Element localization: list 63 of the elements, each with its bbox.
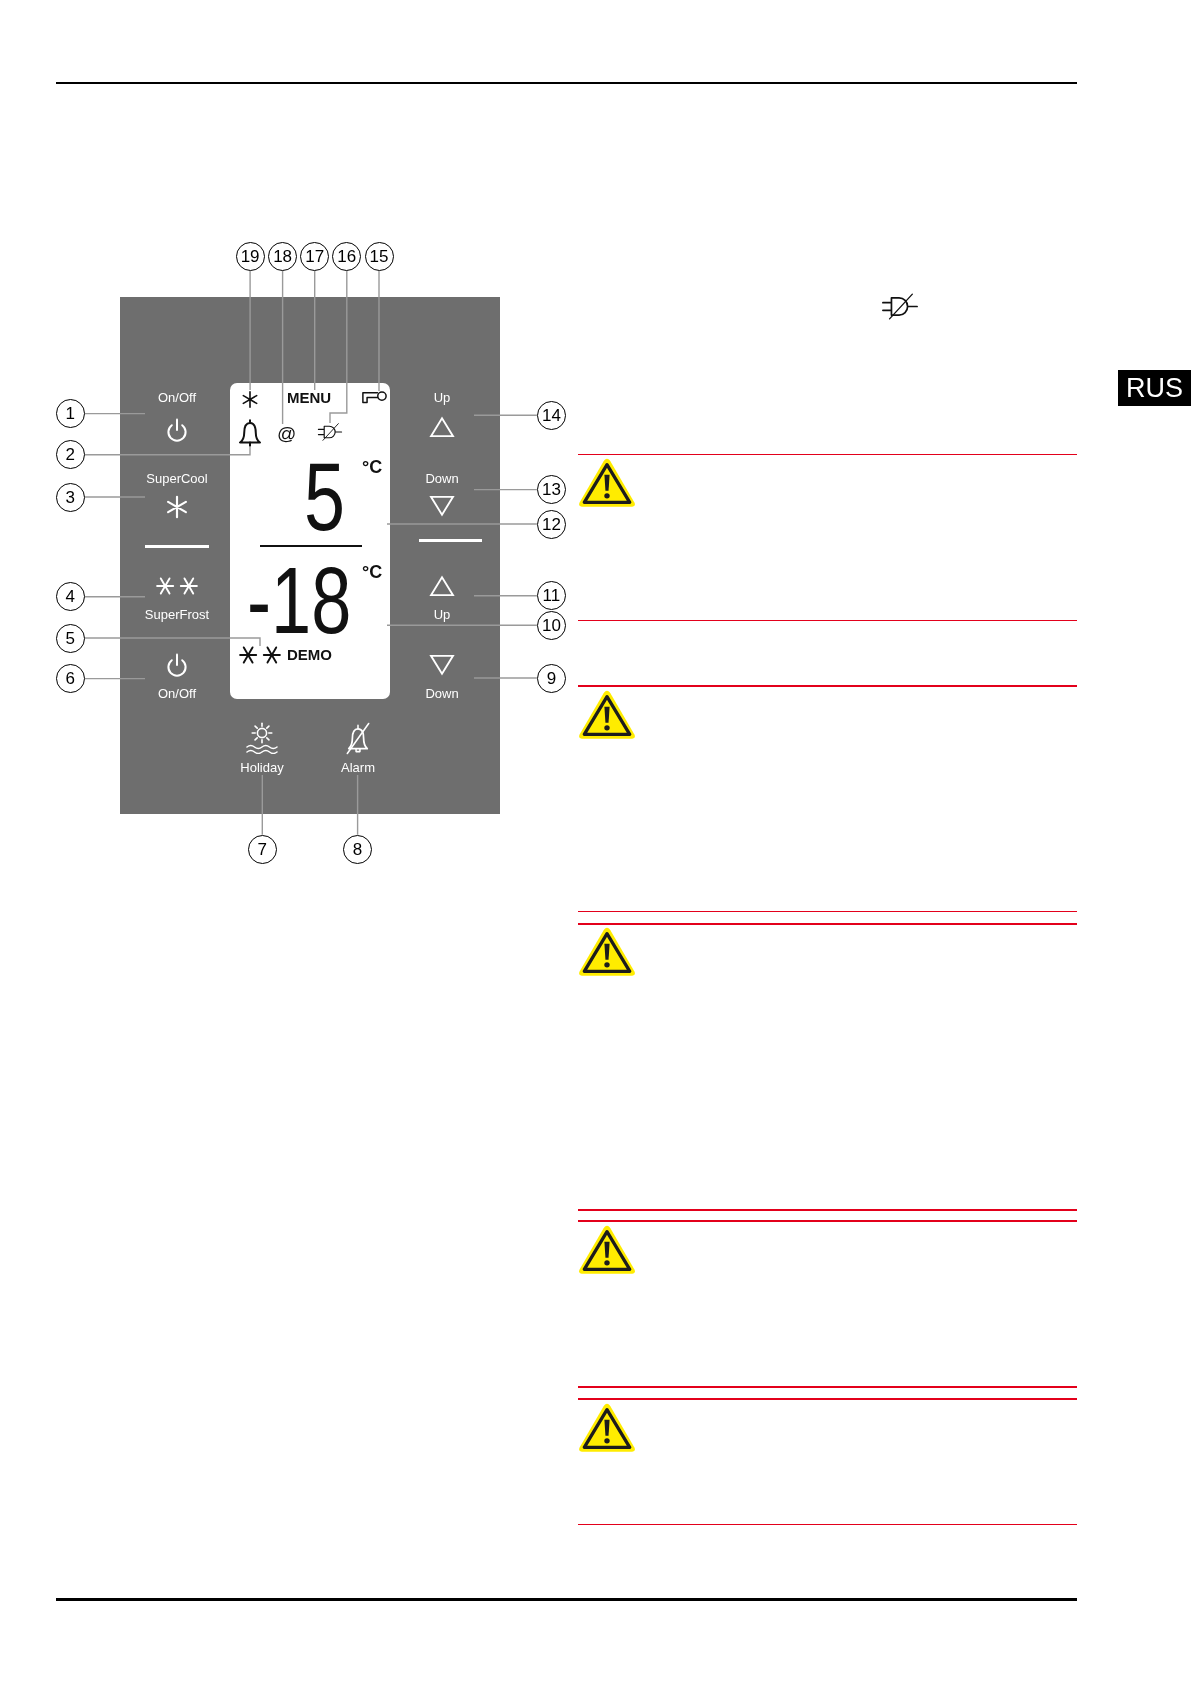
callout-number: 16 — [332, 241, 362, 271]
button-label: Holiday — [240, 760, 284, 775]
control-panel — [120, 297, 500, 814]
leader-line — [84, 677, 146, 680]
language-tab: RUS — [1118, 370, 1191, 406]
leader-line — [249, 270, 251, 391]
key-icon — [361, 391, 388, 404]
leader-line — [84, 412, 146, 415]
leader-line — [378, 270, 380, 392]
callout-number: 13 — [536, 475, 566, 505]
callout-number: 7 — [247, 834, 277, 864]
callout-number: 6 — [55, 664, 85, 694]
temperature-digits: 5 — [304, 459, 345, 535]
callout-number: 8 — [343, 834, 373, 864]
button-label: Down — [425, 471, 459, 486]
unit-label: °C — [362, 458, 383, 476]
callout-number: 12 — [536, 509, 566, 539]
callout-number: 4 — [55, 582, 85, 612]
callout-number: 1 — [55, 399, 85, 429]
double-snowflake-icon — [239, 646, 281, 664]
leader-line — [356, 774, 359, 836]
button-label: On/Off — [157, 390, 197, 405]
leader-line — [314, 270, 316, 391]
button-label: Down — [425, 686, 459, 701]
callout-number: 3 — [55, 482, 85, 512]
leader-line — [281, 270, 284, 425]
callout-number: 19 — [235, 241, 265, 271]
menu-indicator: MENU — [287, 390, 332, 405]
button-label: SuperCool — [146, 471, 208, 486]
callout-number: 17 — [300, 241, 330, 271]
leader-line — [473, 488, 538, 491]
button-label: Up — [433, 390, 451, 405]
callout-number: 11 — [536, 581, 566, 611]
leader-line — [84, 637, 261, 647]
callout-number: 9 — [536, 663, 566, 693]
button-label: Alarm — [341, 760, 375, 775]
leader-line — [473, 595, 538, 597]
button-label: Up — [433, 607, 451, 622]
leader-line — [386, 523, 538, 525]
demo-indicator: DEMO — [287, 647, 332, 662]
unit-label: °C — [362, 563, 383, 581]
callout-number: 18 — [268, 241, 298, 271]
leader-line — [473, 414, 538, 416]
leader-line — [473, 677, 538, 679]
bell-icon — [238, 419, 262, 447]
callout-number: 2 — [55, 440, 85, 470]
leader-line — [84, 596, 146, 598]
display-screen — [230, 383, 390, 699]
leader-line — [84, 496, 146, 498]
leader-line — [261, 774, 263, 836]
leader-line — [386, 624, 538, 626]
button-label: On/Off — [157, 686, 197, 701]
button-label: SuperFrost — [144, 607, 210, 622]
leader-line — [84, 446, 251, 456]
callout-number: 10 — [536, 610, 566, 640]
leader-line — [329, 270, 348, 424]
snowflake-icon — [241, 390, 259, 409]
callout-number: 5 — [55, 623, 85, 653]
at-sign-indicator: @ — [277, 424, 297, 443]
plug-icon — [317, 423, 343, 441]
callout-number: 15 — [364, 241, 394, 271]
temperature-digits: -18 — [246, 563, 351, 638]
callout-number: 14 — [536, 400, 566, 430]
